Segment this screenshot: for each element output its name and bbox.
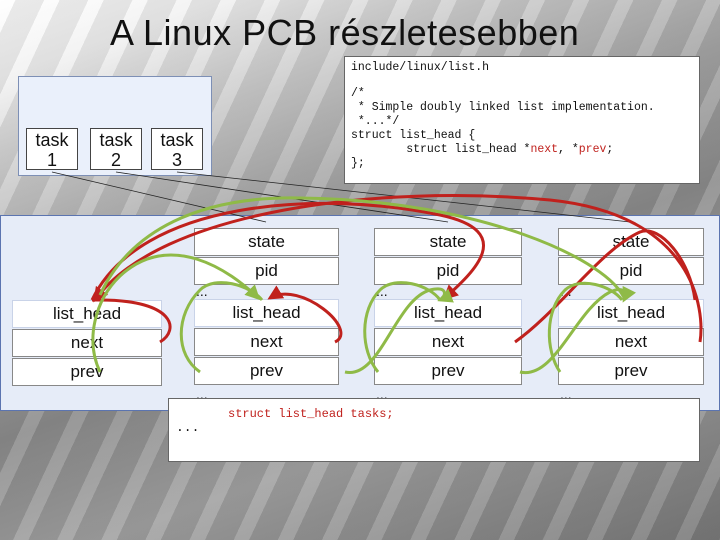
state-text: state: [248, 232, 285, 251]
red-arrow-pcb1-list: [267, 285, 343, 344]
task-3-box: task 3: [151, 128, 203, 170]
green-prev-loop-pcb3: [547, 281, 624, 373]
red-arrow-to-pcb2: [90, 201, 485, 301]
code-next-keyword: next: [530, 143, 559, 156]
pcb2-ellipsis-bottom: ...: [376, 386, 388, 402]
green-prev-loop-pcb1: [179, 281, 264, 374]
prev-text: prev: [614, 361, 648, 380]
prev-text: prev: [70, 362, 104, 381]
list-head-label-standalone: list_head: [12, 300, 162, 328]
green-prev-arrow-1: [91, 253, 261, 373]
task-3-label: task 3: [160, 130, 194, 170]
code-comment-3: *...*/: [351, 115, 400, 128]
next-text: next: [250, 332, 283, 351]
red-arrow-to-pcb3: [514, 229, 697, 344]
next-text: next: [614, 332, 648, 351]
standalone-prev-cell: prev: [12, 358, 162, 386]
red-arrow-wrap-around: [93, 194, 703, 343]
tasks-declaration-panel: [168, 398, 700, 462]
prev-text: prev: [249, 361, 284, 380]
list-head-text: list_head: [232, 303, 301, 322]
green-prev-loop-pcb2: [363, 281, 442, 373]
code-listing: /* * Simple doubly linked list implement…: [351, 87, 655, 171]
pcb3-next-cell: next: [558, 328, 704, 356]
list-head-text: list_head: [52, 304, 122, 323]
code-comment-1: /*: [351, 87, 365, 100]
pcb1-state-cell: state: [194, 228, 339, 256]
red-next-arrow-back: [92, 298, 172, 344]
code-member-end: ;: [606, 143, 614, 156]
code-comment-2: * Simple doubly linked list implementati…: [351, 101, 655, 114]
pcb2-ellipsis-top: ...: [376, 283, 388, 299]
prev-text: prev: [431, 361, 465, 380]
next-text: next: [431, 332, 465, 351]
pcb1-next-cell: next: [194, 328, 339, 356]
tasks-declaration-ellipsis: ...: [176, 420, 200, 435]
pid-text: pid: [255, 261, 278, 280]
code-struct-close: };: [351, 157, 365, 170]
pcb1-ellipsis-top: ...: [196, 283, 208, 299]
list-head-text: list_head: [596, 303, 666, 322]
green-prev-arrow-2: [344, 287, 454, 374]
task-2-box: task 2: [90, 128, 142, 170]
state-text: state: [429, 232, 467, 251]
task1-pointer-line: [51, 171, 267, 223]
pcb3-ellipsis-bottom: ...: [560, 386, 572, 402]
pcb1-pid-cell: pid: [194, 257, 339, 285]
code-file-path: include/linux/list.h: [351, 61, 490, 74]
pcb1-ellipsis-bottom: ...: [196, 386, 208, 402]
pcb1-prev-cell: prev: [194, 357, 339, 385]
pcb3-list-head-cell: list_head: [558, 299, 704, 327]
pid-text: pid: [619, 261, 643, 280]
pcb2-prev-cell: prev: [374, 357, 522, 385]
pcb2-next-cell: next: [374, 328, 522, 356]
code-struct-open: struct list_head {: [351, 129, 476, 142]
green-prev-arrow-3: [519, 285, 637, 375]
task-1-box: task 1: [26, 128, 78, 170]
state-text: state: [612, 232, 650, 251]
code-member-prefix: struct list_head *: [351, 143, 531, 156]
list-h-code-panel: include/linux/list.h /* * Simple doubly …: [344, 56, 700, 184]
tasks-declaration-code: struct list_head tasks;: [228, 407, 394, 421]
code-member-sep: , *: [558, 143, 579, 156]
pid-text: pid: [436, 261, 460, 280]
green-prev-wrap: [98, 196, 627, 301]
task-2-label: task 2: [99, 130, 133, 170]
standalone-next-cell: next: [12, 329, 162, 357]
pcb2-state-cell: state: [374, 228, 522, 256]
pcb3-state-cell: state: [558, 228, 704, 256]
code-prev-keyword: prev: [578, 143, 607, 156]
page-title: A Linux PCB részletesebben: [110, 12, 580, 53]
next-text: next: [70, 333, 104, 352]
list-head-text: list_head: [413, 303, 483, 322]
task-1-label: task 1: [35, 130, 69, 170]
